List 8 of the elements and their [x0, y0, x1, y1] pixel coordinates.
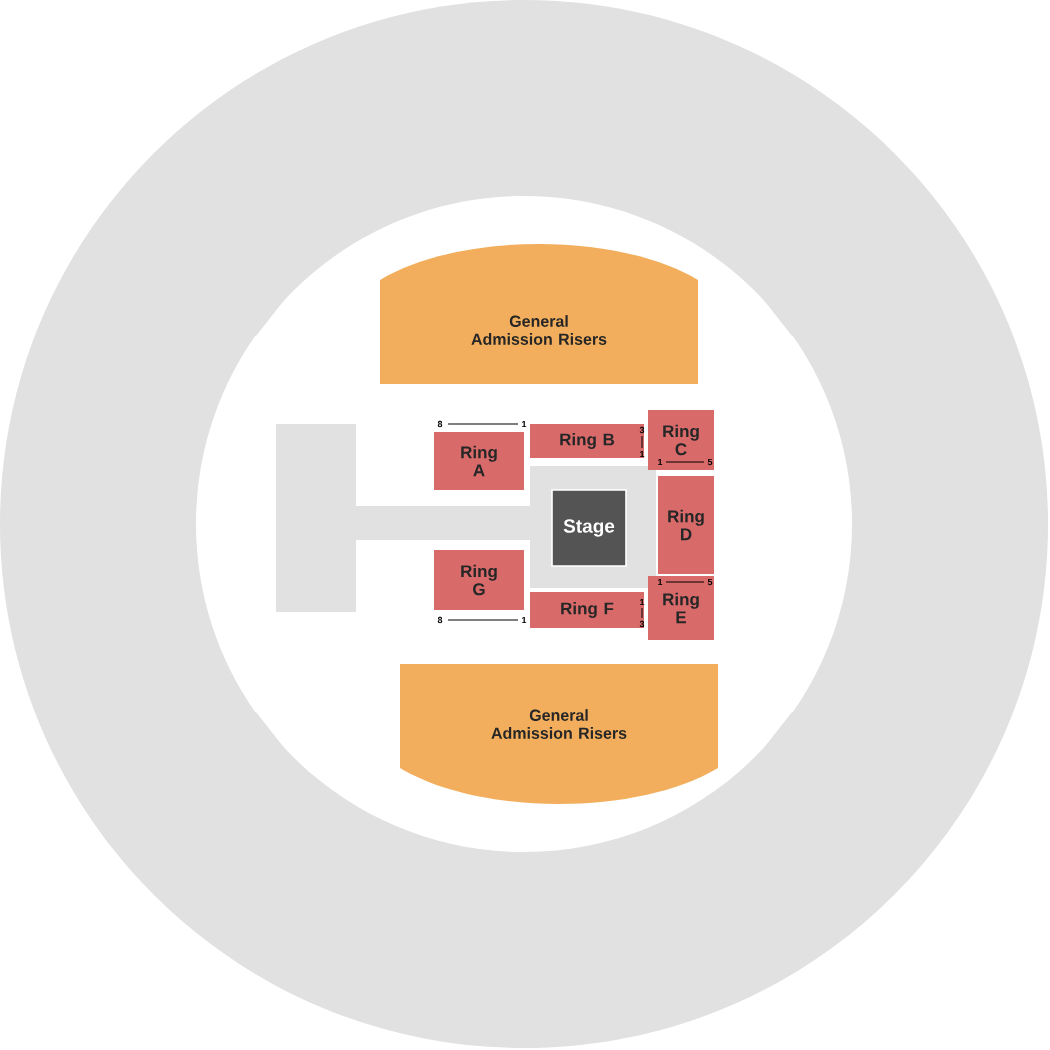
seating-section: Ring G	[434, 550, 524, 610]
node-label: Ring E	[663, 592, 699, 624]
seating-section: General Admission Risers	[400, 664, 718, 804]
seating-section: Ring D	[658, 476, 714, 574]
node-label: Ring D	[668, 509, 704, 541]
seating-section: Ring A	[434, 432, 524, 490]
stage-box: Stage	[551, 489, 627, 567]
seating-section: General Admission Risers	[380, 244, 698, 384]
